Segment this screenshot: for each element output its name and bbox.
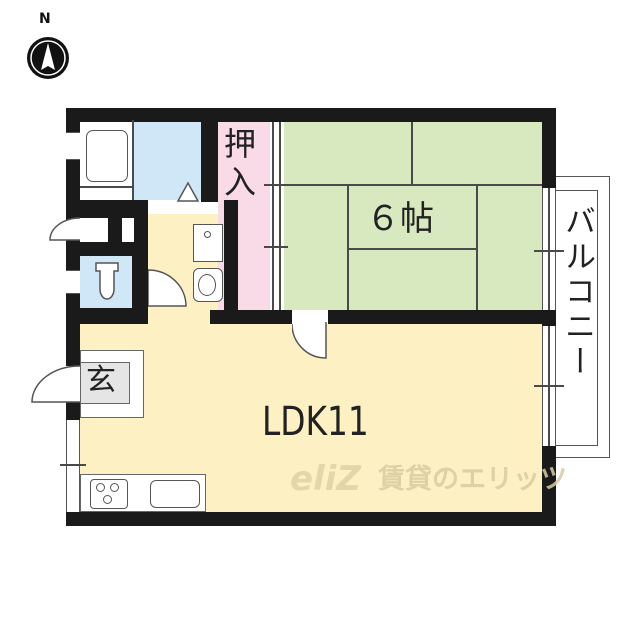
washer-drum	[198, 274, 216, 296]
watermark-logo: eliZ	[290, 459, 362, 499]
window-center	[548, 188, 550, 310]
washer-icon	[193, 268, 223, 302]
fusuma-tick	[264, 184, 288, 186]
window-tick	[534, 250, 564, 252]
genkan-label: 玄	[86, 363, 116, 398]
wall-bath-bottom	[66, 200, 148, 214]
washitsu-door-opening	[292, 310, 328, 324]
wall-bottom	[66, 512, 556, 526]
burner-icon	[110, 483, 119, 492]
toilet-door-icon	[148, 269, 187, 307]
balcony-inner	[556, 190, 598, 446]
wall-right-top	[542, 108, 556, 188]
north-arrow-icon	[27, 37, 69, 79]
bath-line	[132, 120, 134, 200]
window-bath	[66, 132, 80, 160]
bath-line	[80, 186, 133, 188]
door-swing-icon	[49, 217, 81, 241]
window-tick	[60, 464, 86, 466]
fusuma-line	[272, 120, 274, 312]
wall-top	[66, 108, 556, 122]
tatami-line	[347, 248, 476, 250]
wall-bath-left	[201, 120, 218, 202]
oshiire-label-top: 押	[224, 125, 257, 163]
burner-icon	[96, 483, 105, 492]
watermark-text: 賃貸のエリッツ	[378, 464, 567, 495]
sink-icon	[150, 480, 200, 508]
balcony-outer	[556, 176, 610, 458]
bath-entry	[148, 200, 201, 214]
bathtub-icon	[86, 130, 128, 182]
window-tick	[534, 385, 564, 387]
washbasin-icon	[193, 224, 223, 262]
compass-north-label: N	[39, 11, 51, 27]
fusuma-tick	[264, 246, 288, 248]
entrance-door-icon	[31, 365, 81, 403]
genkan-area	[80, 362, 130, 404]
window-toilet	[66, 270, 80, 294]
window-kitchen	[66, 420, 80, 512]
washitsu-room	[284, 120, 542, 312]
wash-niche	[122, 218, 134, 242]
tatami-line	[284, 184, 542, 186]
wall-hall-right	[224, 200, 238, 312]
wall-oshiire-ldk	[210, 310, 292, 324]
tatami-line	[411, 120, 413, 184]
oshiire-label-bottom: 入	[224, 163, 257, 201]
bath-door-icon	[176, 181, 200, 202]
washitsu-label: ６帖	[366, 199, 434, 239]
ldk-label: LDK11	[262, 399, 369, 445]
balcony-label: バルコニー	[559, 205, 595, 380]
wall-toilet-bottom	[66, 308, 148, 324]
toilet-icon	[95, 262, 119, 300]
burner-icon	[103, 495, 112, 504]
wall-toilet-right	[132, 256, 148, 308]
fusuma-line	[279, 120, 281, 312]
tatami-line	[476, 184, 478, 312]
wash-niche	[80, 218, 108, 242]
wall-right-bottom	[542, 446, 556, 526]
wall-washitsu-ldk	[328, 310, 556, 324]
washbasin-drain	[204, 231, 211, 238]
washitsu-door-icon	[292, 322, 327, 359]
stove-icon	[90, 479, 128, 509]
